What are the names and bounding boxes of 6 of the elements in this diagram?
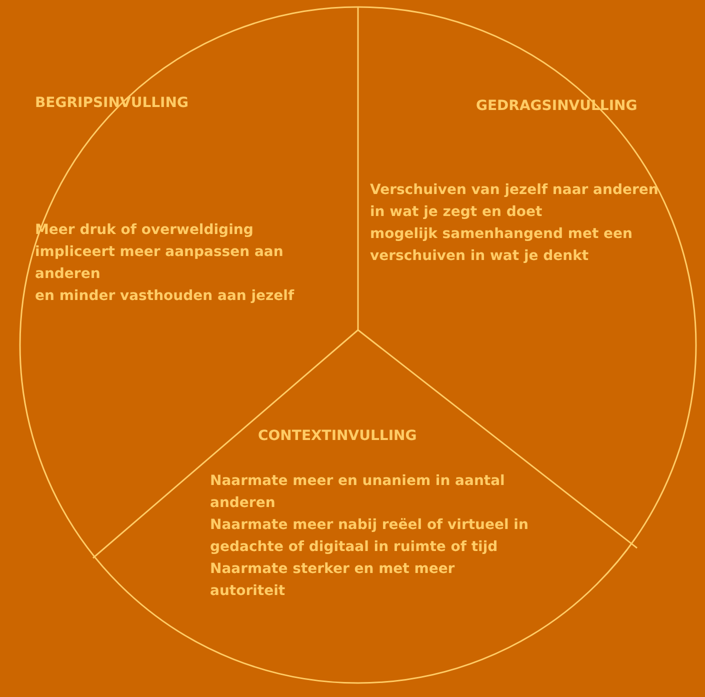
sector-text: Naarmate meer nabij reëel of virtueel in gedachte of digitaal in ruimte of tijd <box>210 516 530 557</box>
sector-text: Naarmate meer en unaniem in aantal anderen <box>210 472 506 513</box>
sector-text: mogelijk samenhangend met een verschuiven in wat je denkt <box>370 225 634 266</box>
sector-text: en minder vasthouden aan jezelf <box>35 287 296 306</box>
sector-text: Naarmate sterker en met meer autoriteit <box>210 560 456 601</box>
sector-heading: CONTEXTINVULLING <box>258 427 418 446</box>
